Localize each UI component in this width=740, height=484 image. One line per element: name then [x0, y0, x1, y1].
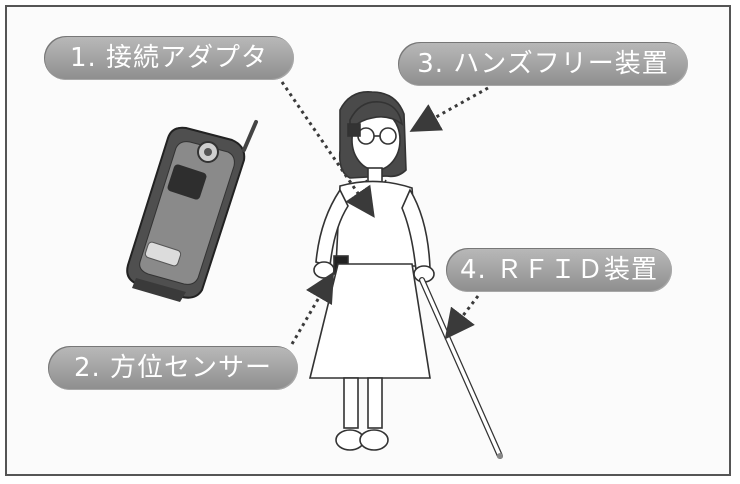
label-sensor: 2. 方位センサー: [48, 346, 298, 390]
arrow-sensor: [290, 271, 335, 345]
arrow-rfid: [444, 295, 480, 340]
label-adapter: 1. 接続アダプタ: [44, 36, 294, 80]
arrow-adapter: [280, 81, 375, 218]
pointer-arrows: [280, 81, 489, 345]
arrow-handsfree: [409, 86, 489, 132]
user-figure: [308, 91, 435, 451]
phone-adapter-image: [126, 120, 258, 302]
white-cane: [419, 277, 503, 459]
label-handsfree: 3. ハンズフリー装置: [398, 42, 688, 86]
label-rfid: 4. ＲＦＩＤ装置: [446, 248, 672, 292]
